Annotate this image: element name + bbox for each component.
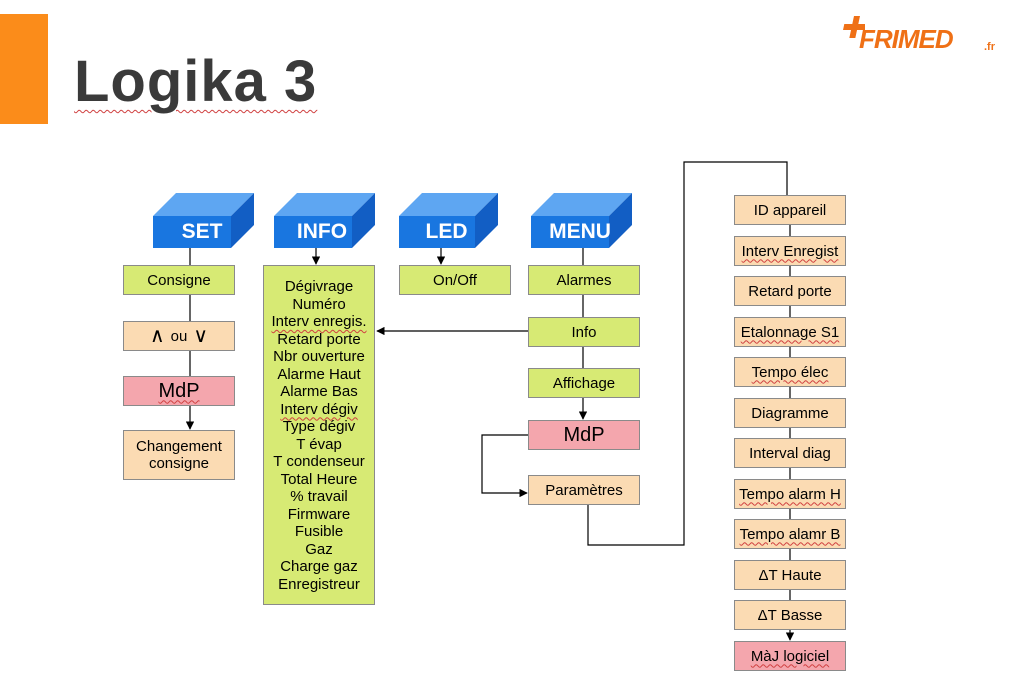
param-item-label: Tempo alarm H (739, 485, 841, 503)
menu-affichage-label: Affichage (552, 374, 616, 392)
set-key-label: SET (181, 220, 223, 243)
info-list: Dégivrage Numéro Interv enregis. Retard … (263, 265, 375, 605)
menu-alarmes-label: Alarmes (556, 271, 612, 289)
info-item: Nbr ouverture (273, 348, 365, 365)
param-item-label: Tempo alamr B (739, 525, 841, 543)
set-changement-line2: consigne (148, 455, 210, 472)
param-item-label: ΔT Haute (758, 566, 822, 584)
set-mdp: MdP (123, 376, 235, 406)
info-item: Type dégiv (282, 418, 356, 435)
caret-up-icon: ∧ (150, 324, 165, 347)
param-item-label: Interval diag (749, 444, 831, 462)
param-item: ID appareil (734, 195, 846, 225)
menu-alarmes: Alarmes (528, 265, 640, 295)
led-onoff-label: On/Off (433, 271, 477, 289)
info-item: T évap (296, 435, 342, 453)
info-key-label: INFO (296, 220, 348, 243)
info-item: Interv enregis. (271, 313, 367, 330)
menu-key-label: MENU (549, 220, 611, 243)
param-item: Etalonnage S1 (734, 317, 846, 347)
param-item: Tempo élec (734, 357, 846, 387)
set-up-down: ∧ ou ∨ (123, 321, 235, 351)
set-cube-shape (153, 193, 254, 248)
info-item: Fusible (294, 523, 344, 540)
caret-down-icon: ∨ (193, 324, 208, 347)
led-key-label: LED (425, 220, 468, 243)
menu-affichage: Affichage (528, 368, 640, 398)
info-item: Numéro (292, 295, 346, 313)
param-item-label: Diagramme (751, 404, 829, 422)
param-item: Tempo alarm H (734, 479, 846, 509)
info-item: % travail (290, 488, 348, 505)
info-item: Dégivrage (284, 278, 354, 295)
menu-mdp: MdP (528, 420, 640, 450)
param-item: Interv Enregist (734, 236, 846, 266)
logo-name: FRIMED (859, 24, 954, 54)
menu-key: MENU (531, 193, 632, 248)
cross-icon (843, 16, 865, 38)
info-item: Interv dégiv (280, 400, 358, 418)
set-mdp-label: MdP (158, 379, 200, 402)
param-item: Retard porte (734, 276, 846, 306)
menu-cube-shape (531, 193, 632, 248)
param-item: Interval diag (734, 438, 846, 468)
led-key: LED (399, 193, 498, 248)
menu-mdp-label: MdP (563, 423, 605, 446)
menu-parametres-label: Paramètres (545, 481, 623, 499)
param-item-label: ΔT Basse (757, 606, 823, 624)
menu-info: Info (528, 317, 640, 347)
info-item: T condenseur (273, 453, 365, 470)
param-item-label: Retard porte (748, 282, 832, 300)
menu-parametres: Paramètres (528, 475, 640, 505)
set-ou-label: ou (170, 327, 188, 345)
logo-suffix: .fr (984, 41, 995, 53)
led-onoff: On/Off (399, 265, 511, 295)
info-item: Charge gaz (280, 558, 358, 575)
info-item: Gaz (305, 540, 333, 558)
param-item-label: MàJ logiciel (750, 647, 830, 665)
param-item: MàJ logiciel (734, 641, 846, 671)
info-item: Alarme Haut (277, 365, 361, 383)
param-item-label: ID appareil (753, 201, 827, 219)
set-changement-line1: Changement (136, 438, 222, 455)
info-item: Alarme Bas (280, 383, 358, 400)
info-item: Enregistreur (278, 575, 360, 593)
page-title: Logika 3 (74, 49, 318, 114)
set-consigne-label: Consigne (147, 271, 211, 289)
param-item: Diagramme (734, 398, 846, 428)
set-key: SET (153, 193, 254, 248)
param-item: ΔT Haute (734, 560, 846, 590)
param-item: ΔT Basse (734, 600, 846, 630)
param-item-label: Tempo élec (751, 363, 829, 381)
menu-info-label: Info (571, 323, 597, 341)
param-item: Tempo alamr B (734, 519, 846, 549)
set-changement: Changement consigne (123, 430, 235, 480)
accent-bar (0, 14, 48, 124)
info-key: INFO (274, 193, 375, 248)
param-item-label: Etalonnage S1 (740, 323, 840, 341)
param-item-label: Interv Enregist (741, 242, 839, 260)
info-cube-shape (274, 193, 375, 248)
info-item: Retard porte (277, 330, 361, 348)
info-item: Firmware (287, 505, 351, 523)
led-cube-shape (399, 193, 498, 248)
info-item: Total Heure (280, 470, 358, 488)
set-consigne: Consigne (123, 265, 235, 295)
